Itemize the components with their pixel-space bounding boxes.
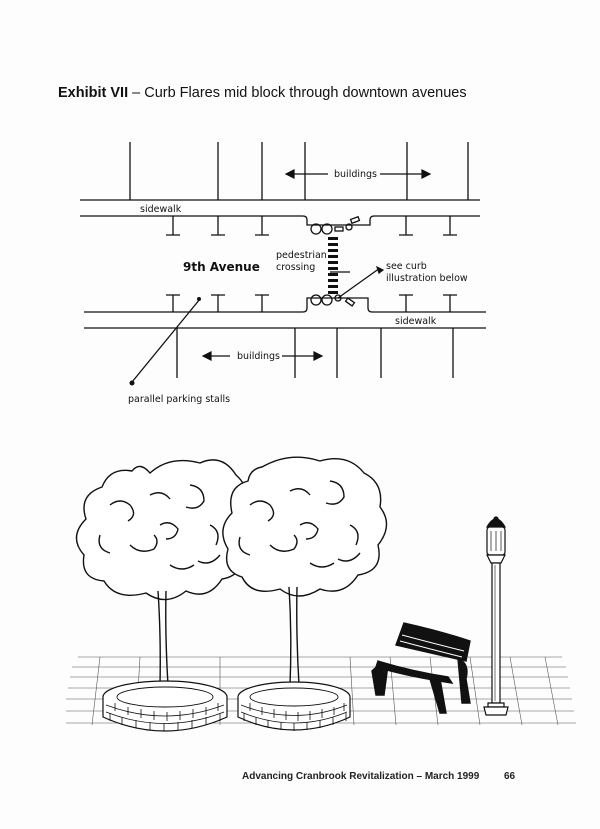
bench-symbol (344, 297, 356, 307)
parking-post (443, 216, 457, 236)
parking-post (211, 216, 225, 236)
bench-symbol (334, 226, 344, 232)
crossing-stripe (328, 249, 338, 252)
curb-note-leader (337, 267, 381, 299)
buildings-label-bottom: buildings (237, 351, 280, 362)
arrow-head (313, 351, 324, 361)
curb-note-line1: see curb (386, 261, 427, 272)
crossing-stripe (328, 285, 338, 288)
exhibit-title: Exhibit VII – Curb Flares mid block thro… (58, 85, 467, 101)
tree-canopy (222, 456, 388, 597)
curb-note-line2: illustration below (386, 273, 468, 284)
page-number: 66 (504, 771, 516, 782)
parking-leader (131, 298, 201, 383)
crossing-stripe (328, 267, 338, 270)
lamp-symbol (334, 294, 342, 302)
tree-right (222, 456, 388, 686)
sidewalk-label-bottom: sidewalk (395, 316, 437, 327)
parking-post (399, 294, 413, 312)
parking-post (399, 216, 413, 236)
parking-post (211, 294, 225, 312)
parking-dot (129, 380, 135, 386)
tree-trunk (296, 586, 300, 686)
pedestrian-crossing (129, 237, 338, 386)
parking-post (255, 216, 269, 236)
planter-symbol (321, 294, 333, 306)
arrow-head (421, 169, 432, 179)
lamp-post (483, 516, 509, 716)
exhibit-label: Exhibit VII (58, 85, 129, 101)
buildings-label-top: buildings (334, 169, 377, 180)
parking-label: parallel parking stalls (128, 394, 230, 405)
crossing-stripe (328, 255, 338, 258)
street-plan-diagram: buildings sidewalk 9th Avenue pedestrian… (80, 142, 486, 405)
bench (371, 622, 471, 714)
bench-symbol (349, 215, 361, 225)
arrow-head (375, 265, 385, 274)
lamp-symbol (345, 223, 353, 231)
crossing-stripe (328, 279, 338, 282)
tree-left (75, 459, 251, 686)
streetscape-illustration (66, 456, 576, 732)
crossing-stripe (328, 237, 338, 240)
crossing-stripe (328, 291, 338, 294)
curb-line-top (80, 215, 480, 226)
tree-trunk (165, 590, 169, 686)
planter-symbol (310, 294, 322, 306)
parking-post (443, 294, 457, 312)
exhibit-dash: – (128, 85, 145, 101)
curb-line-bottom (84, 297, 486, 313)
crossing-stripe (328, 261, 338, 264)
sidewalk-label-top: sidewalk (140, 204, 182, 215)
planter-symbol (310, 223, 322, 235)
arrow-head (201, 351, 212, 361)
exhibit-title-text: Curb Flares mid block through downtown a… (144, 85, 467, 101)
avenue-label: 9th Avenue (183, 260, 260, 274)
pedestrian-label: pedestrian (276, 250, 327, 261)
tree-planter-left (102, 680, 228, 732)
planter-symbol (321, 223, 333, 235)
parking-dot (197, 297, 201, 301)
crossing-stripe (328, 243, 338, 246)
arrow-head (284, 169, 295, 179)
parking-post (166, 216, 180, 236)
crossing-stripe (328, 273, 338, 276)
crossing-label: crossing (276, 262, 315, 273)
parking-post (166, 294, 180, 312)
footer-text: Advancing Cranbrook Revitalization – Mar… (242, 771, 480, 782)
tree-trunk (288, 586, 292, 686)
tree-trunk (157, 590, 161, 686)
tree-planter-right (237, 681, 351, 731)
parking-post (255, 294, 269, 312)
